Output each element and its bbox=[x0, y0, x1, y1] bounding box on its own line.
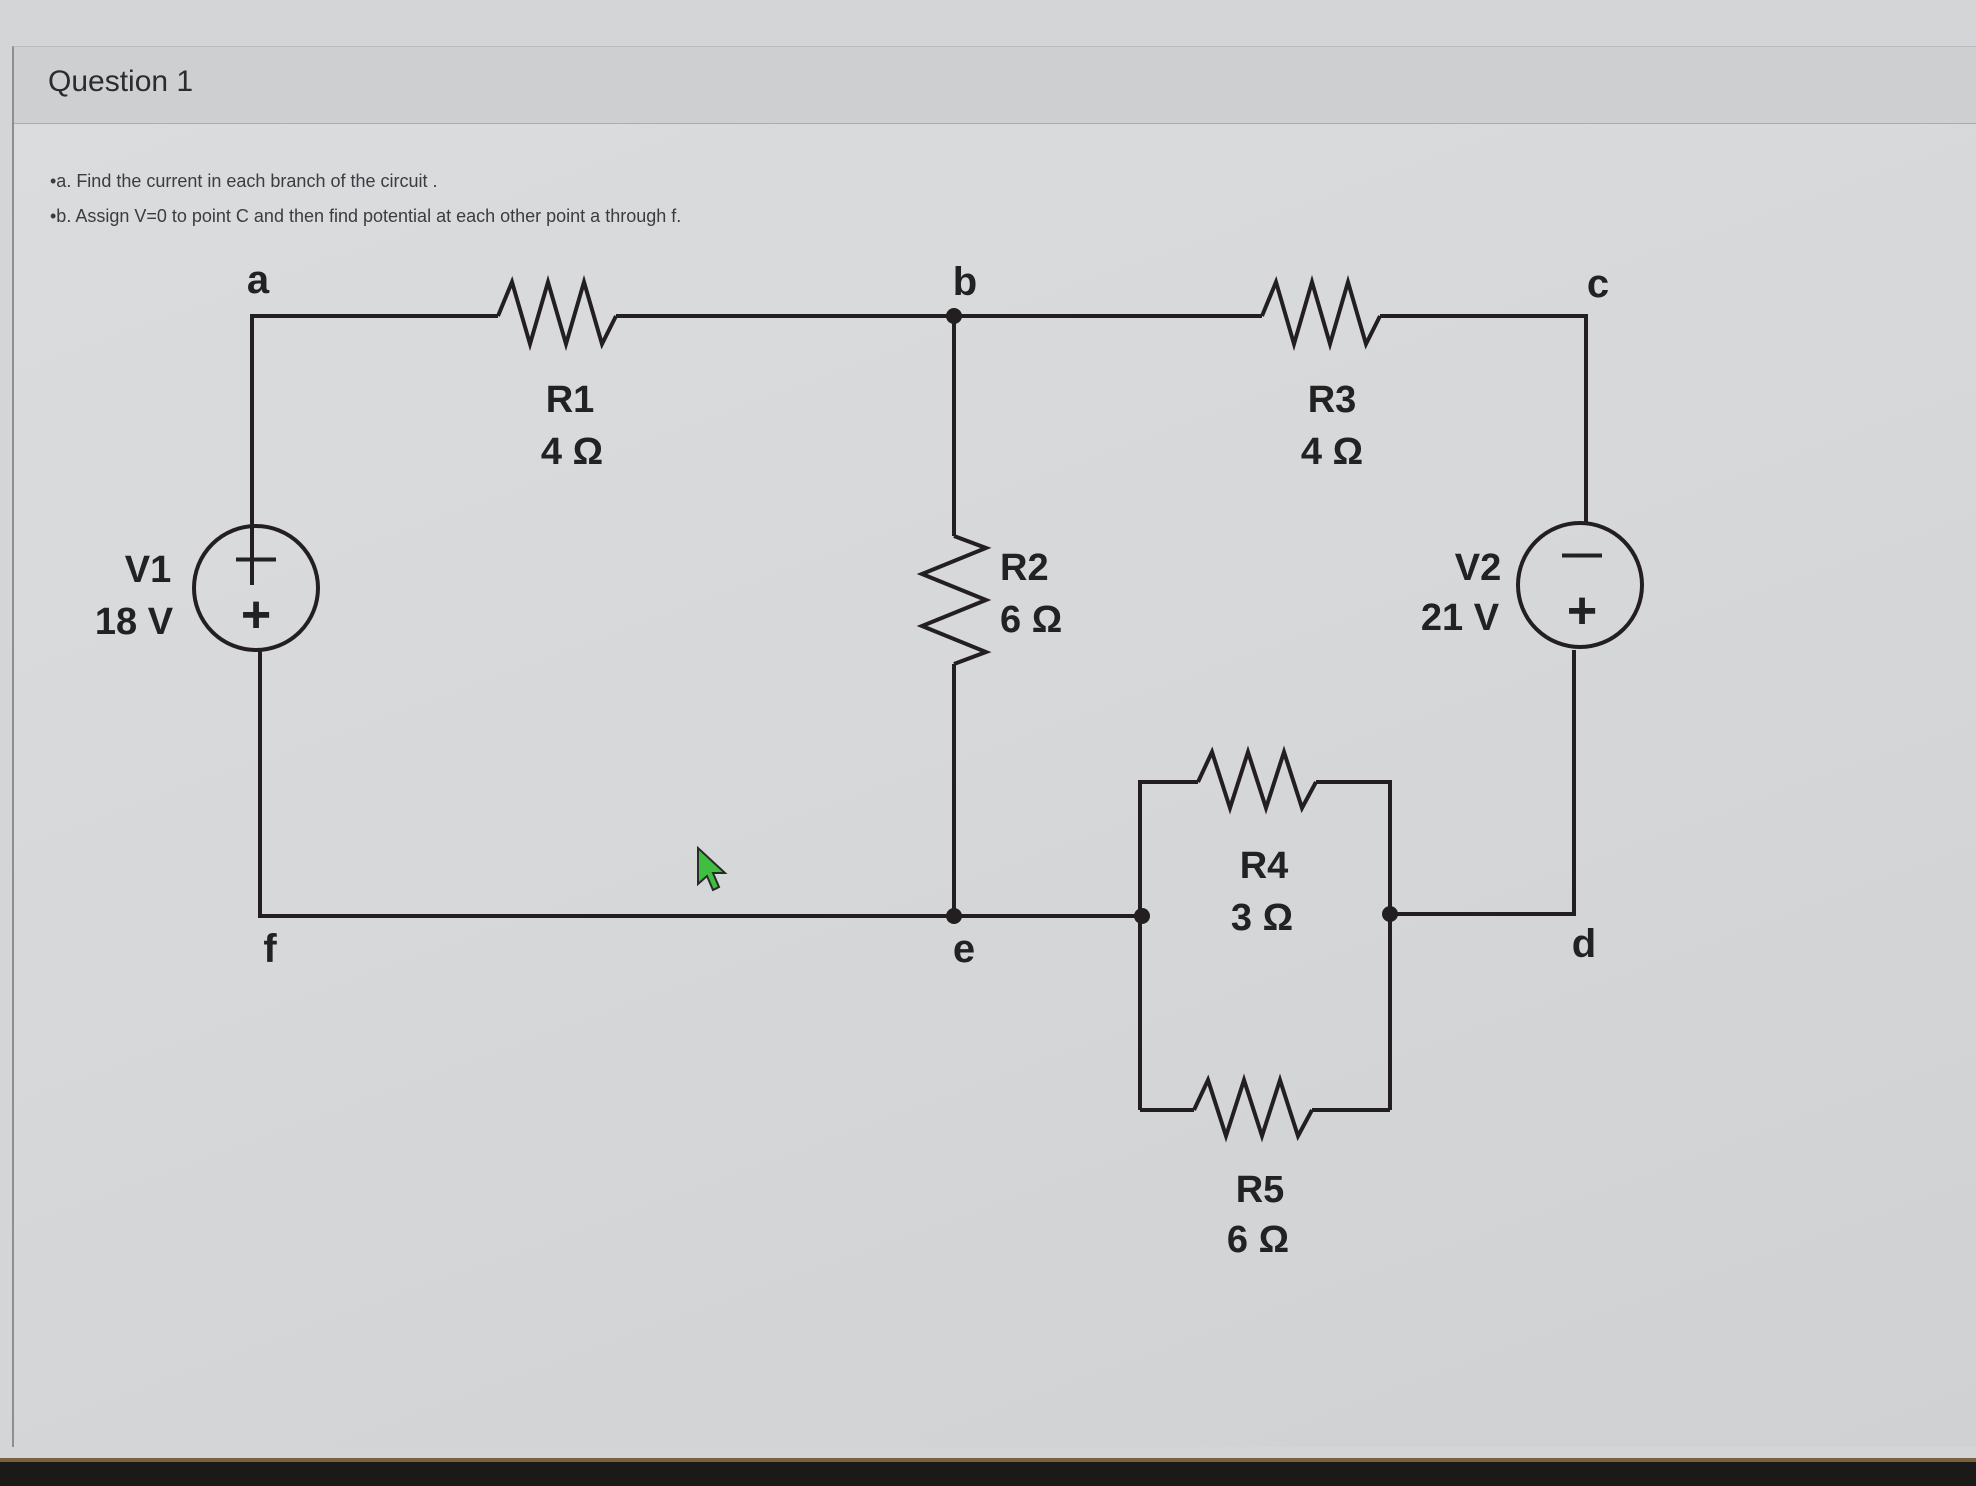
resistor-r3-zigzag bbox=[1260, 274, 1382, 352]
source-v1-minus-sign: — bbox=[236, 535, 276, 579]
resistor-r2-zigzag bbox=[916, 534, 992, 666]
wire-a-top bbox=[250, 314, 498, 585]
resistor-r4-value: 3 Ω bbox=[1231, 897, 1293, 939]
resistor-r3-value: 4 Ω bbox=[1301, 431, 1363, 473]
source-v1-value: 18 V bbox=[95, 601, 174, 643]
source-v1-name: V1 bbox=[125, 549, 171, 591]
wire-r4-right bbox=[1316, 780, 1392, 1110]
resistor-r1-zigzag bbox=[496, 274, 618, 352]
resistor-r4-zigzag bbox=[1196, 745, 1318, 815]
question-part-b: •b. Assign V=0 to point C and then find … bbox=[50, 206, 682, 226]
wire-v1-f bbox=[258, 650, 954, 918]
junction-e bbox=[946, 908, 962, 924]
node-label-f: f bbox=[263, 927, 277, 971]
node-label-c: c bbox=[1587, 262, 1609, 306]
wire-r3-c bbox=[1380, 314, 1588, 522]
question-header: Question 1 bbox=[14, 47, 1976, 124]
mouse-cursor-icon bbox=[697, 845, 728, 892]
junction-b bbox=[946, 308, 962, 324]
junction-parallel-left bbox=[1134, 908, 1150, 924]
wire-parallel-d bbox=[1390, 650, 1576, 916]
resistor-r5-value: 6 Ω bbox=[1227, 1219, 1289, 1261]
question-part-a: •a. Find the current in each branch of t… bbox=[50, 171, 438, 191]
resistor-r5-name: R5 bbox=[1236, 1169, 1285, 1211]
resistor-r4-name: R4 bbox=[1240, 845, 1289, 887]
wire-parallel-left bbox=[1138, 780, 1198, 1110]
node-label-b: b bbox=[953, 260, 977, 304]
node-label-a: a bbox=[247, 258, 270, 302]
resistor-r3-name: R3 bbox=[1308, 379, 1357, 421]
resistor-r5-zigzag bbox=[1192, 1073, 1314, 1143]
junction-parallel-right bbox=[1382, 906, 1398, 922]
question-title: Question 1 bbox=[48, 65, 194, 98]
source-v2-minus-sign: — bbox=[1562, 531, 1602, 575]
source-v2-plus-sign: + bbox=[1567, 582, 1597, 640]
wires bbox=[192, 274, 1644, 1143]
source-v1-circle bbox=[192, 524, 320, 652]
resistor-r2-name: R2 bbox=[1000, 547, 1049, 589]
resistor-r1-value: 4 Ω bbox=[541, 431, 603, 473]
source-v2-circle bbox=[1516, 521, 1644, 649]
source-v2-value: 21 V bbox=[1421, 597, 1500, 639]
source-v1-plus-sign: + bbox=[241, 586, 271, 644]
screen-area: Question 1 •a. Find the current in each … bbox=[12, 46, 1976, 1447]
bottom-bezel bbox=[0, 1458, 1976, 1486]
node-label-d: d bbox=[1572, 922, 1596, 966]
resistor-r1-name: R1 bbox=[546, 379, 595, 421]
source-v2-name: V2 bbox=[1455, 547, 1501, 589]
node-label-e: e bbox=[953, 927, 975, 971]
resistor-r2-value: 6 Ω bbox=[1000, 599, 1062, 641]
